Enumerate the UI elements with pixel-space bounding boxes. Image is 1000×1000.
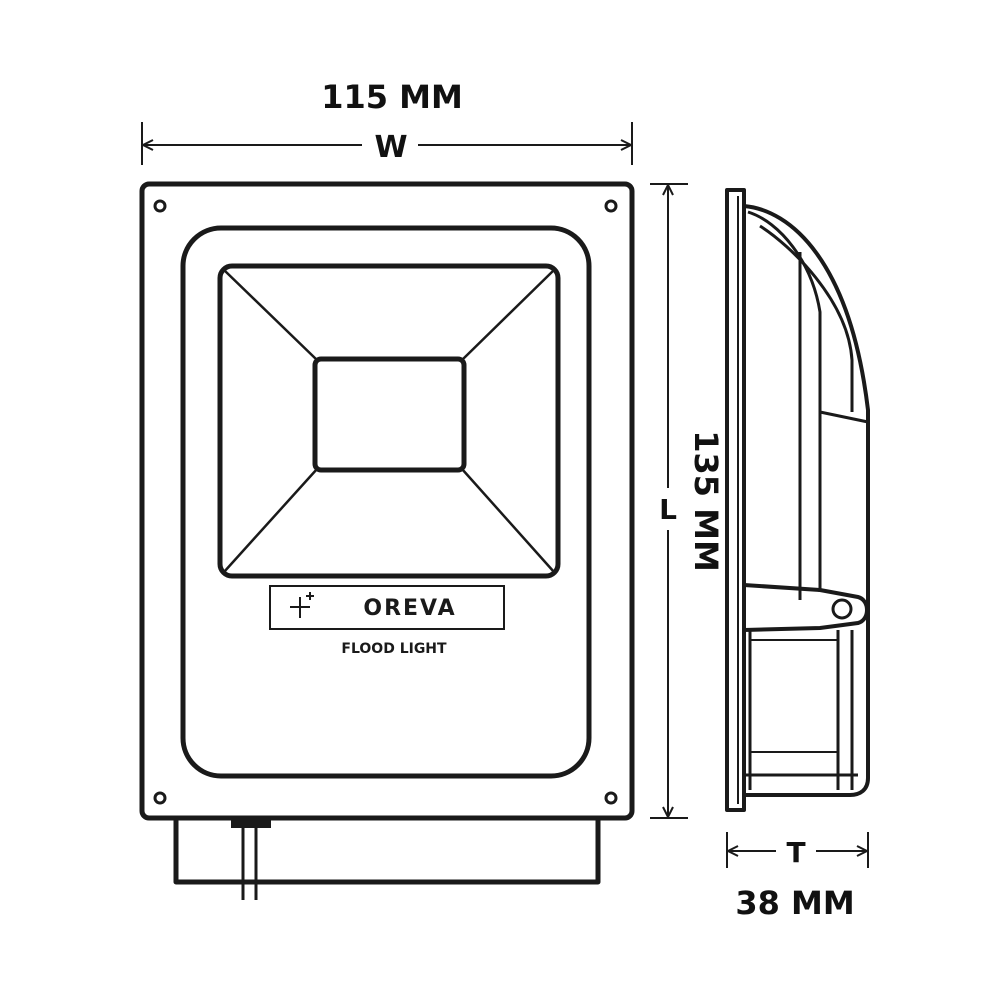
- reflector: [217, 263, 561, 579]
- glass-frame: [180, 225, 592, 779]
- led-chip: [312, 356, 467, 473]
- length-dimension: L 135 MM: [650, 183, 725, 819]
- thickness-letter: T: [786, 836, 805, 869]
- mount-bracket: [743, 583, 869, 632]
- front-view: OREVA FLOOD LIGHT: [139, 181, 635, 900]
- mounting-plate: [139, 181, 635, 821]
- length-value: 135 MM: [687, 430, 725, 572]
- bracket-pivot: [831, 598, 853, 620]
- width-value: 115 MM: [321, 78, 463, 116]
- screw-icon: [153, 199, 618, 805]
- power-cable: [241, 828, 258, 900]
- brand-label-box: [269, 585, 505, 630]
- brand-logo-icon: [290, 592, 314, 618]
- side-front-plate: [725, 188, 746, 812]
- side-view: [725, 188, 870, 812]
- length-letter: L: [659, 493, 677, 526]
- brand-name: OREVA: [363, 596, 456, 621]
- side-body: [743, 204, 870, 797]
- product-name: FLOOD LIGHT: [341, 641, 447, 657]
- thickness-value: 38 MM: [735, 884, 854, 922]
- width-letter: W: [374, 130, 407, 165]
- thickness-dimension: T 38 MM: [726, 832, 869, 922]
- width-dimension: 115 MM W: [141, 78, 633, 165]
- cable-gland: [231, 818, 271, 828]
